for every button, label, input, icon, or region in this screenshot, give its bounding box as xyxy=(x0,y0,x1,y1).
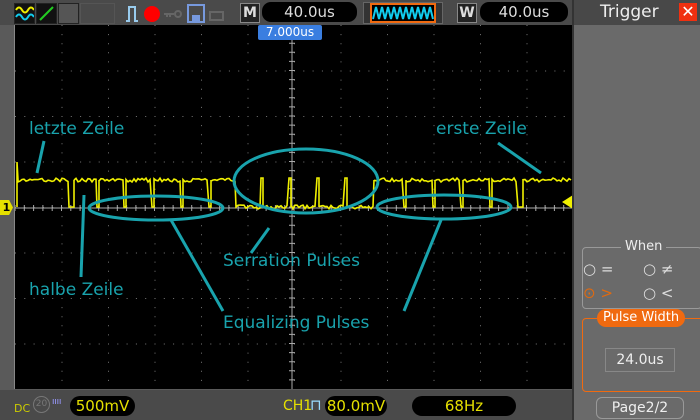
coupling-dc: DC xyxy=(14,402,30,415)
serration-pointer xyxy=(251,228,269,253)
pulse-width-value[interactable]: 24.0us xyxy=(605,348,675,372)
annotation-letzte-zeile: letzte Zeile xyxy=(29,119,124,139)
pulse-width-label: Pulse Width xyxy=(597,309,685,327)
panel-title: Trigger xyxy=(600,2,659,22)
option-greater[interactable]: ⊙ > xyxy=(583,284,613,302)
trigger-panel: Trigger ✕ When ○ = ○ ≠ ⊙ > ○ < Pulse Wid… xyxy=(572,0,700,420)
w-label: W xyxy=(457,3,477,23)
key-icon xyxy=(175,11,181,17)
page-button[interactable]: Page2/2 xyxy=(596,397,684,419)
annotation-equalizing-pulses: Equalizing Pulses xyxy=(223,313,369,333)
equalizing-pointer-right xyxy=(404,220,441,311)
frequency-readout: 68Hz xyxy=(412,396,516,416)
window-timebase-readout[interactable]: 40.0us xyxy=(480,2,568,22)
toolbar-icons xyxy=(124,3,224,23)
annotation-halbe-zeile: halbe Zeile xyxy=(29,280,124,300)
option-symbol: > xyxy=(600,284,613,302)
trigger-position-readout: 7.000us xyxy=(258,25,322,40)
erste-zeile-pointer xyxy=(498,143,541,173)
letzte-zeile-pointer xyxy=(37,141,44,173)
option-symbol: = xyxy=(601,260,614,278)
equalizing-pointer-left xyxy=(171,220,223,311)
pulse-trigger-icon[interactable] xyxy=(126,7,138,21)
halbe-zeile-pointer xyxy=(81,195,84,277)
empty-slot xyxy=(80,3,115,24)
toolbar: M 40.0us W 40.0us xyxy=(0,0,572,25)
timebase-readout[interactable]: 40.0us xyxy=(262,2,357,22)
trigger-pulse-icon: ⊓ xyxy=(310,396,322,414)
m-label: M xyxy=(240,3,260,23)
when-group: When ○ = ○ ≠ ⊙ > ○ < xyxy=(582,247,700,309)
option-equal[interactable]: ○ = xyxy=(583,260,613,278)
when-label: When xyxy=(621,239,666,254)
ch1-scale[interactable]: 500mV xyxy=(70,396,135,416)
channel1-marker[interactable]: 1 xyxy=(0,200,13,215)
annotation-serration-pulses: Serration Pulses xyxy=(223,251,360,271)
trigger-level[interactable]: 80.0mV xyxy=(325,396,387,416)
option-symbol: < xyxy=(661,284,674,302)
annotation-erste-zeile: erste Zeile xyxy=(436,119,527,139)
bw-limit-icon: 20 xyxy=(33,396,50,413)
pulse-width-group: Pulse Width 24.0us xyxy=(582,318,700,392)
status-bar: DC 20 ᐦᐦ 500mV CH1 ⊓ 80.0mV 68Hz xyxy=(0,390,572,420)
close-icon[interactable]: ✕ xyxy=(679,3,697,21)
panel-title-bar: Trigger ✕ xyxy=(574,0,700,25)
waveform-display[interactable]: 7.000us letzte Zeile erste Zeile halbe Z… xyxy=(14,25,573,389)
serration-ellipse xyxy=(234,149,378,213)
option-less[interactable]: ○ < xyxy=(643,284,673,302)
option-symbol: ≠ xyxy=(661,260,674,278)
invert-icon: ᐦᐦ xyxy=(52,397,61,411)
channel-waveform-icon[interactable] xyxy=(14,3,35,24)
persist-icon[interactable] xyxy=(58,3,79,24)
xy-mode-icon[interactable] xyxy=(36,3,57,24)
trigger-source: CH1 xyxy=(283,398,312,414)
option-not-equal[interactable]: ○ ≠ xyxy=(643,260,673,278)
record-icon[interactable] xyxy=(144,6,160,22)
print-icon xyxy=(210,12,223,20)
window-overview[interactable] xyxy=(363,2,443,24)
